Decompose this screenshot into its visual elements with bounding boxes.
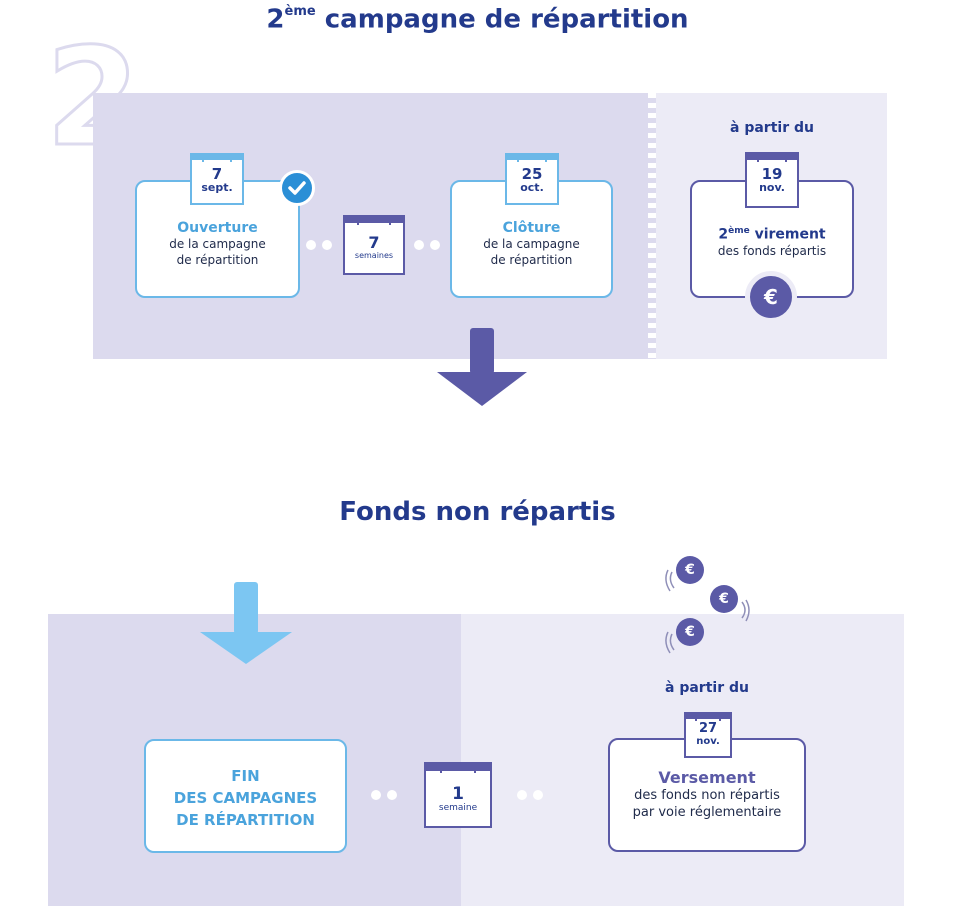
closing-calendar: 25 oct. [505,153,559,205]
campaign-title-main: campagne de répartition [324,4,689,35]
campaign-title-sup: ème [284,4,316,19]
euro-coin-icon: € [745,271,797,323]
ring-icon [202,154,204,162]
transfer-day: 19 [761,165,783,183]
transfer-calendar: 19 nov. [745,152,799,208]
closing-day: 25 [521,165,543,183]
end-line1: FIN [231,767,260,785]
payment-line2: par voie réglementaire [632,805,782,820]
panel-divider [648,93,656,359]
closing-line1: de la campagne [483,237,580,251]
transfer-from-label: à partir du [730,120,814,136]
transfer-line1: des fonds répartis [717,243,827,258]
down-arrow-light-icon [200,582,292,664]
campaign-title-prefix: 2 [266,4,285,35]
euro-symbol: € [685,562,695,578]
payment-from-label: à partir du [665,680,749,696]
payment-line1: des fonds non répartis [634,788,780,803]
down-arrow-icon [437,328,527,406]
ring-icon [757,154,759,162]
euro-coin-icon: € [676,618,704,646]
check-icon [279,170,315,206]
dots-connector [517,790,549,800]
dots-connector [414,240,446,250]
transfer-ordinal: 2 [718,226,729,243]
payment-month: nov. [696,736,720,747]
ring-icon [357,217,359,225]
ring-icon [474,765,476,773]
ring-icon [517,154,519,162]
closing-month: oct. [520,181,544,194]
euro-coin-icon: € [710,585,738,613]
dots-connector [371,790,403,800]
transfer-month: nov. [759,181,785,194]
euro-symbol: € [764,285,778,309]
opening-month: sept. [201,181,233,194]
week-calendar: 1 semaine [424,762,492,828]
opening-calendar: 7 sept. [190,153,244,205]
campaign-title: 2ème campagne de répartition [0,0,955,35]
motion-lines-icon [665,569,750,654]
closing-line2: de répartition [490,253,573,267]
end-line2: DES CAMPAGNES [173,789,318,807]
euro-symbol: € [685,624,695,640]
ring-icon [440,765,442,773]
ring-icon [785,154,787,162]
ring-icon [545,154,547,162]
section2-title: Fonds non répartis [339,497,616,527]
week-unit: semaine [438,803,478,813]
end-box: FIN DES CAMPAGNES DE RÉPARTITION [144,739,347,853]
opening-day: 7 [211,165,223,183]
week-value: 1 [452,784,464,804]
weeks-value: 7 [368,233,380,252]
opening-line1: de la campagne [169,237,266,251]
payment-head: Versement [658,768,756,787]
transfer-head-text: virement [754,226,826,243]
weeks-calendar: 7 semaines [343,215,405,275]
opening-head: Ouverture [177,220,258,236]
dots-connector [306,240,338,250]
transfer-ordinal-sup: ème [728,226,750,236]
opening-line2: de répartition [176,253,259,267]
closing-head: Clôture [502,220,561,236]
weeks-unit: semaines [354,251,394,260]
transfer-head: 2ème virement [692,226,852,243]
euro-coin-icon: € [676,556,704,584]
euro-symbol: € [719,591,729,607]
payment-calendar: 27 nov. [684,712,732,758]
end-line3: DE RÉPARTITION [176,811,315,829]
ring-icon [695,713,697,721]
ring-icon [389,217,391,225]
ring-icon [230,154,232,162]
ring-icon [719,713,721,721]
payment-day: 27 [698,721,718,736]
